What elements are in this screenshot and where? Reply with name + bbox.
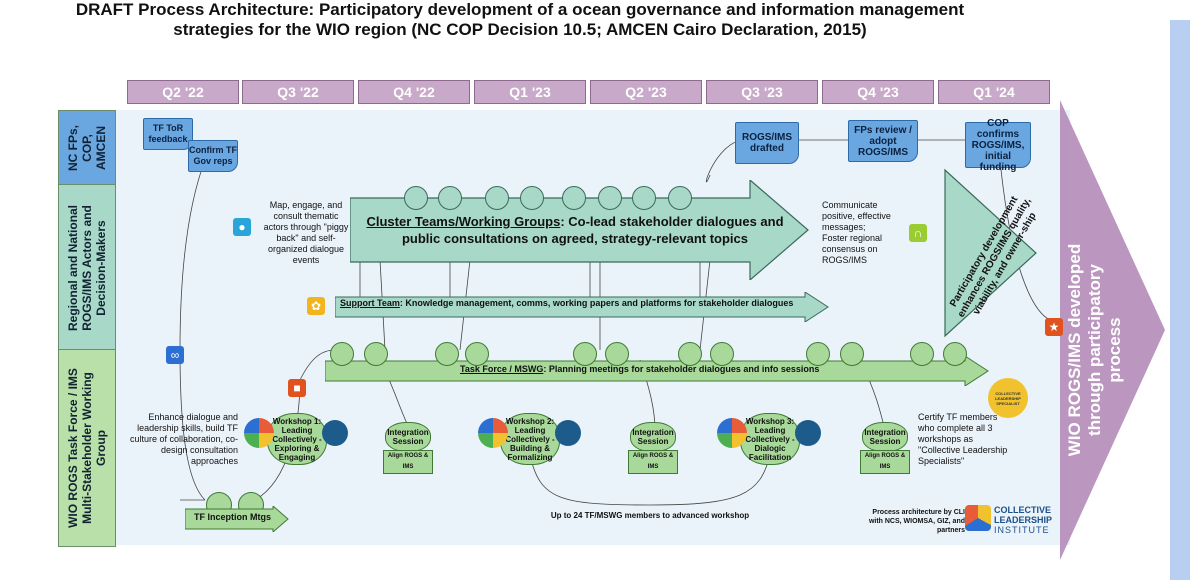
title-line-1: DRAFT Process Architecture: Participator… xyxy=(75,0,965,19)
cluster-circle xyxy=(562,186,586,210)
quality-triangle xyxy=(944,168,1037,338)
workshop-1: Workshop 1: Leading Collectively - Explo… xyxy=(267,413,327,465)
cluster-circle xyxy=(520,186,544,210)
flag-confirm-tf-gov-reps: Confirm TF Gov reps xyxy=(188,140,238,172)
cluster-description: : Co-lead stakeholder dialogues and publ… xyxy=(401,214,784,246)
flag-tf-tor-feedback: TF ToR feedback xyxy=(143,118,193,150)
logo-line-3: INSTITUTE xyxy=(994,525,1050,535)
support-icon: ✿ xyxy=(307,297,325,315)
taskforce-circle xyxy=(330,342,354,366)
cluster-circle xyxy=(598,186,622,210)
support-description: : Knowledge management, comms, working p… xyxy=(399,298,794,308)
cli-logo-text: COLLECTIVE LEADERSHIP INSTITUTE xyxy=(994,505,1054,535)
flag-fps-review: FPs review / adopt ROGS/IMS xyxy=(848,120,918,162)
quarter-header: Q4 '22 xyxy=(358,80,470,104)
note-enhance: Enhance dialogue and leadership skills, … xyxy=(129,412,238,466)
taskforce-circle xyxy=(910,342,934,366)
cluster-label: Cluster Teams/Working Groups xyxy=(366,214,561,229)
integration-session-2: Integration Session xyxy=(630,422,676,452)
globe-icon xyxy=(795,420,821,446)
integration-session-1: Integration Session xyxy=(385,422,431,452)
logo-line-2: LEADERSHIP xyxy=(994,515,1053,525)
achiever-icon: ★ xyxy=(1045,318,1063,336)
taskforce-circle xyxy=(710,342,734,366)
note-credit: Process architecture by CLI with NCS, WI… xyxy=(868,509,965,534)
lane-bottom: WIO ROGS Task Force / IMS Multi-Stakehol… xyxy=(58,349,116,547)
integration-label: Integration Session xyxy=(387,428,429,446)
group-icon: ∞ xyxy=(166,346,184,364)
quarter-header: Q2 '23 xyxy=(590,80,702,104)
quarter-header: Q2 '22 xyxy=(127,80,239,104)
integration-session-3: Integration Session xyxy=(862,422,908,452)
cluster-text: Cluster Teams/Working Groups: Co-lead st… xyxy=(365,213,785,247)
cluster-arrow xyxy=(350,180,809,280)
align-label: Align ROGS & IMS xyxy=(628,450,678,474)
taskforce-circle xyxy=(573,342,597,366)
align-label: Align ROGS & IMS xyxy=(383,450,433,474)
inception-label: TF Inception Mtgs xyxy=(194,512,271,522)
cluster-circle xyxy=(668,186,692,210)
outcome-arrow xyxy=(1060,100,1165,560)
support-text: Support Team: Knowledge management, comm… xyxy=(340,298,830,308)
wheel-icon xyxy=(717,418,747,448)
presenter-icon: ■ xyxy=(288,379,306,397)
lane-middle: Regional and National ROGS/IMS Actors an… xyxy=(58,184,116,351)
taskforce-circle xyxy=(605,342,629,366)
note-communicate: Communicate positive, effective messages… xyxy=(822,200,891,265)
workshop-3: Workshop 3: Leading Collectively - Dialo… xyxy=(740,413,800,465)
cluster-circle xyxy=(404,186,428,210)
quarter-header: Q1 '23 xyxy=(474,80,586,104)
cluster-circle xyxy=(485,186,509,210)
globe-icon xyxy=(322,420,348,446)
taskforce-circle xyxy=(840,342,864,366)
people-icon: ● xyxy=(233,218,251,236)
note-advanced: Up to 24 TF/MSWG members to advanced wor… xyxy=(550,511,750,520)
cli-logo-icon xyxy=(965,505,991,531)
quarter-header: Q3 '22 xyxy=(242,80,354,104)
taskforce-circle xyxy=(943,342,967,366)
quarter-header: Q3 '23 xyxy=(706,80,818,104)
taskforce-label: Task Force / MSWG xyxy=(460,364,544,374)
integration-label: Integration Session xyxy=(864,428,906,446)
title-line-2: strategies for the WIO region (NC COP De… xyxy=(173,20,867,39)
integration-label: Integration Session xyxy=(632,428,674,446)
cluster-circle xyxy=(438,186,462,210)
taskforce-circle xyxy=(435,342,459,366)
flag-rogs-ims-drafted: ROGS/IMS drafted xyxy=(735,122,799,164)
taskforce-text: Task Force / MSWG: Planning meetings for… xyxy=(460,364,880,374)
lane-top: NC FPs, COP, AMCEN xyxy=(58,110,116,186)
taskforce-circle xyxy=(364,342,388,366)
diagram-title: DRAFT Process Architecture: Participator… xyxy=(0,0,1040,40)
support-label: Support Team xyxy=(340,298,400,308)
quarter-header: Q1 '24 xyxy=(938,80,1050,104)
taskforce-circle xyxy=(806,342,830,366)
support-arrow xyxy=(335,292,829,322)
wheel-icon xyxy=(478,418,508,448)
taskforce-circle xyxy=(465,342,489,366)
taskforce-circle xyxy=(678,342,702,366)
cluster-circle xyxy=(632,186,656,210)
globe-icon xyxy=(555,420,581,446)
align-label: Align ROGS & IMS xyxy=(860,450,910,474)
badge-icon: COLLECTIVE LEADERSHIP SPECIALIST xyxy=(988,378,1028,418)
quarter-header: Q4 '23 xyxy=(822,80,934,104)
side-bar xyxy=(1170,20,1190,580)
handshake-icon: ∩ xyxy=(909,224,927,242)
logo-line-1: COLLECTIVE xyxy=(994,505,1052,515)
note-map-engage: Map, engage, and consult thematic actors… xyxy=(263,200,349,265)
inception-arrow xyxy=(185,506,289,532)
wheel-icon xyxy=(244,418,274,448)
note-certify: Certify TF members who complete all 3 wo… xyxy=(918,412,1008,466)
badge-text: COLLECTIVE LEADERSHIP SPECIALIST xyxy=(995,390,1021,406)
flag-cop-confirms: COP confirms ROGS/IMS, initial funding xyxy=(965,118,1031,173)
workshop-2: Workshop 2: Leading Collectively - Build… xyxy=(500,413,560,465)
taskforce-description: : Planning meetings for stakeholder dial… xyxy=(543,364,820,374)
